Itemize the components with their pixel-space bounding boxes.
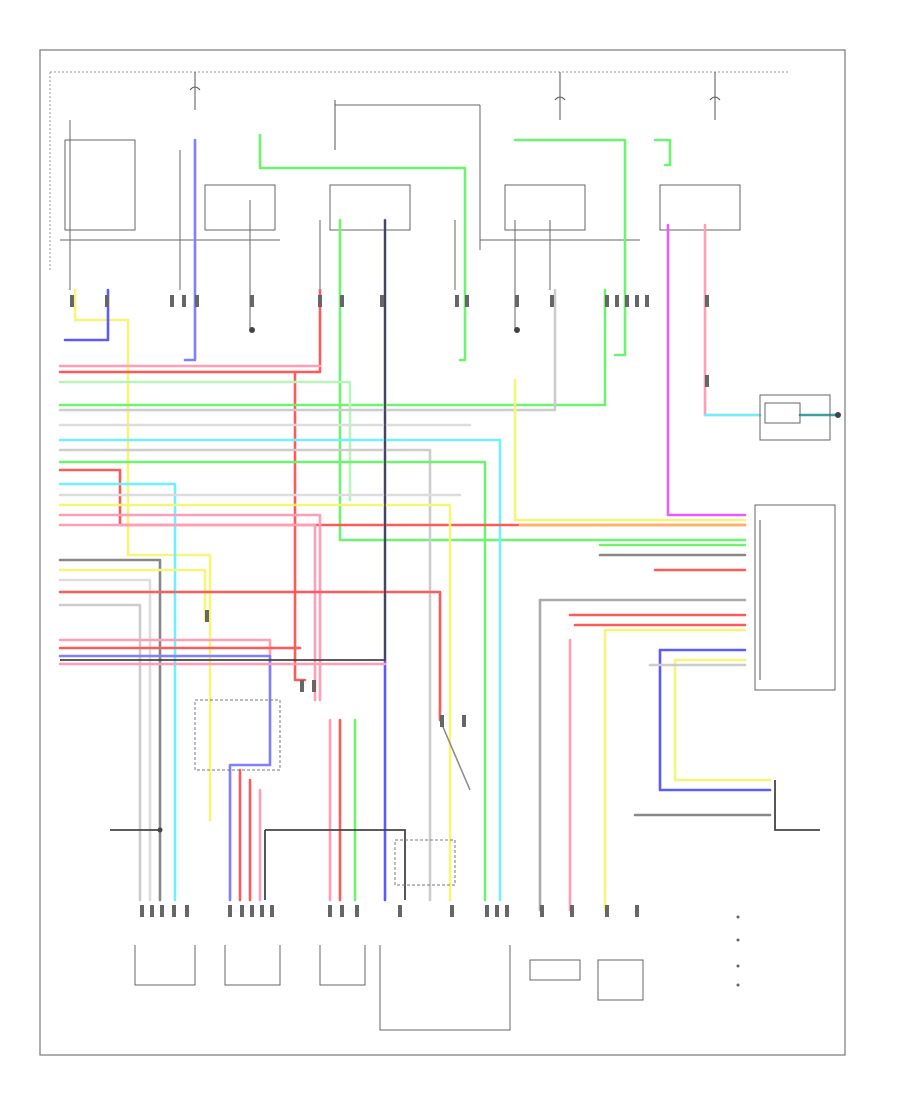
relay-box-4 xyxy=(504,184,586,231)
relay-row xyxy=(60,104,741,330)
legend-marker-1 xyxy=(736,915,740,919)
connector-5 xyxy=(529,959,581,981)
wire-red-top xyxy=(58,288,322,374)
ground-symbols xyxy=(157,327,841,833)
legend xyxy=(736,915,740,987)
connector-6 xyxy=(597,959,644,1001)
ground-line-mid xyxy=(439,719,471,791)
connector-2 xyxy=(224,945,281,986)
wire-green-mid xyxy=(338,218,747,542)
ground-icon-3 xyxy=(157,827,163,833)
wire-green-right2 xyxy=(653,138,672,167)
wire-green-long xyxy=(58,288,607,407)
component-box-mid xyxy=(194,699,281,771)
power-feeds xyxy=(189,72,721,150)
relay-box-1 xyxy=(64,139,136,231)
relay-box-3 xyxy=(329,184,411,231)
black-bus-mid xyxy=(60,220,386,661)
pin-markers xyxy=(70,295,709,917)
black-bus-lower xyxy=(264,829,406,900)
connector-1 xyxy=(134,945,196,986)
component-box-lower-mid xyxy=(394,839,456,886)
diagram-frame xyxy=(39,49,846,1056)
wire-green-right xyxy=(513,138,627,357)
wire-magenta xyxy=(666,223,747,517)
ecu-box xyxy=(754,504,836,691)
fuse-icon-2 xyxy=(554,96,566,101)
control-unit xyxy=(538,504,836,912)
fuse-icon-1 xyxy=(189,86,201,91)
wire-pink-right xyxy=(703,223,762,417)
relay-box-2 xyxy=(204,184,276,231)
ground-icon-1 xyxy=(249,327,255,333)
sensor-box-right-inner xyxy=(764,402,801,424)
bottom-connectors xyxy=(134,945,644,1031)
connector-3 xyxy=(319,945,366,986)
ground-icon-2 xyxy=(514,327,520,333)
ground-icon-4 xyxy=(835,412,841,418)
legend-marker-4 xyxy=(736,983,740,987)
sensor-right-mid xyxy=(774,780,820,831)
left-harness xyxy=(58,288,747,902)
legend-marker-2 xyxy=(736,938,740,942)
sensor-box-right-top xyxy=(759,394,831,441)
connector-4 xyxy=(379,945,511,1031)
wire-green-top xyxy=(258,133,467,362)
lower-left-harness xyxy=(58,558,442,902)
wire-blue-top xyxy=(183,138,197,362)
relay-box-5 xyxy=(659,184,741,231)
legend-marker-3 xyxy=(736,964,740,968)
wire-yellow-left xyxy=(73,288,212,822)
fuse-icon-3 xyxy=(709,96,721,101)
